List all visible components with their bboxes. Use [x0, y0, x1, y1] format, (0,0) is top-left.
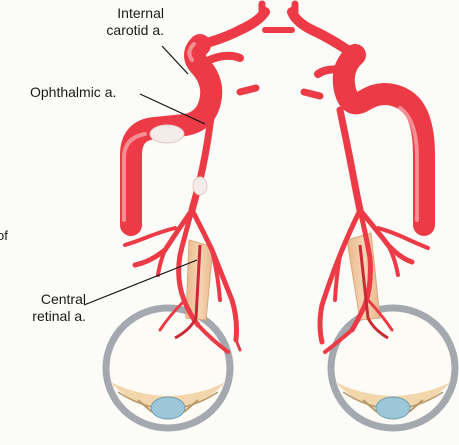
internal-carotid-leader [162, 46, 188, 74]
artery-network [125, 4, 428, 352]
right-anterior-cerebral-artery [292, 12, 355, 55]
central-retinal-label-line1: Central [20, 291, 86, 308]
left-eyeball [106, 308, 230, 428]
internal-carotid-label-line2: carotid a. [72, 22, 164, 39]
left-carotid-plaque [150, 125, 184, 143]
right-eyeball [331, 308, 455, 428]
left-anterior-cerebral-artery [200, 12, 265, 45]
central-retinal-label: Central retinal a. [20, 291, 86, 325]
central-retinal-label-line2: retinal a. [20, 308, 86, 325]
internal-carotid-label: Internal carotid a. [72, 5, 164, 39]
ophthalmic-label: Ophthalmic a. [30, 84, 116, 101]
internal-carotid-label-line1: Internal [72, 5, 164, 22]
right-lens [376, 397, 410, 419]
left-ophthalmic-plaque [193, 177, 207, 195]
left-edge-text-fragment: of [0, 227, 8, 244]
right-ophthalmic-artery [340, 110, 360, 210]
left-lens [151, 397, 185, 419]
